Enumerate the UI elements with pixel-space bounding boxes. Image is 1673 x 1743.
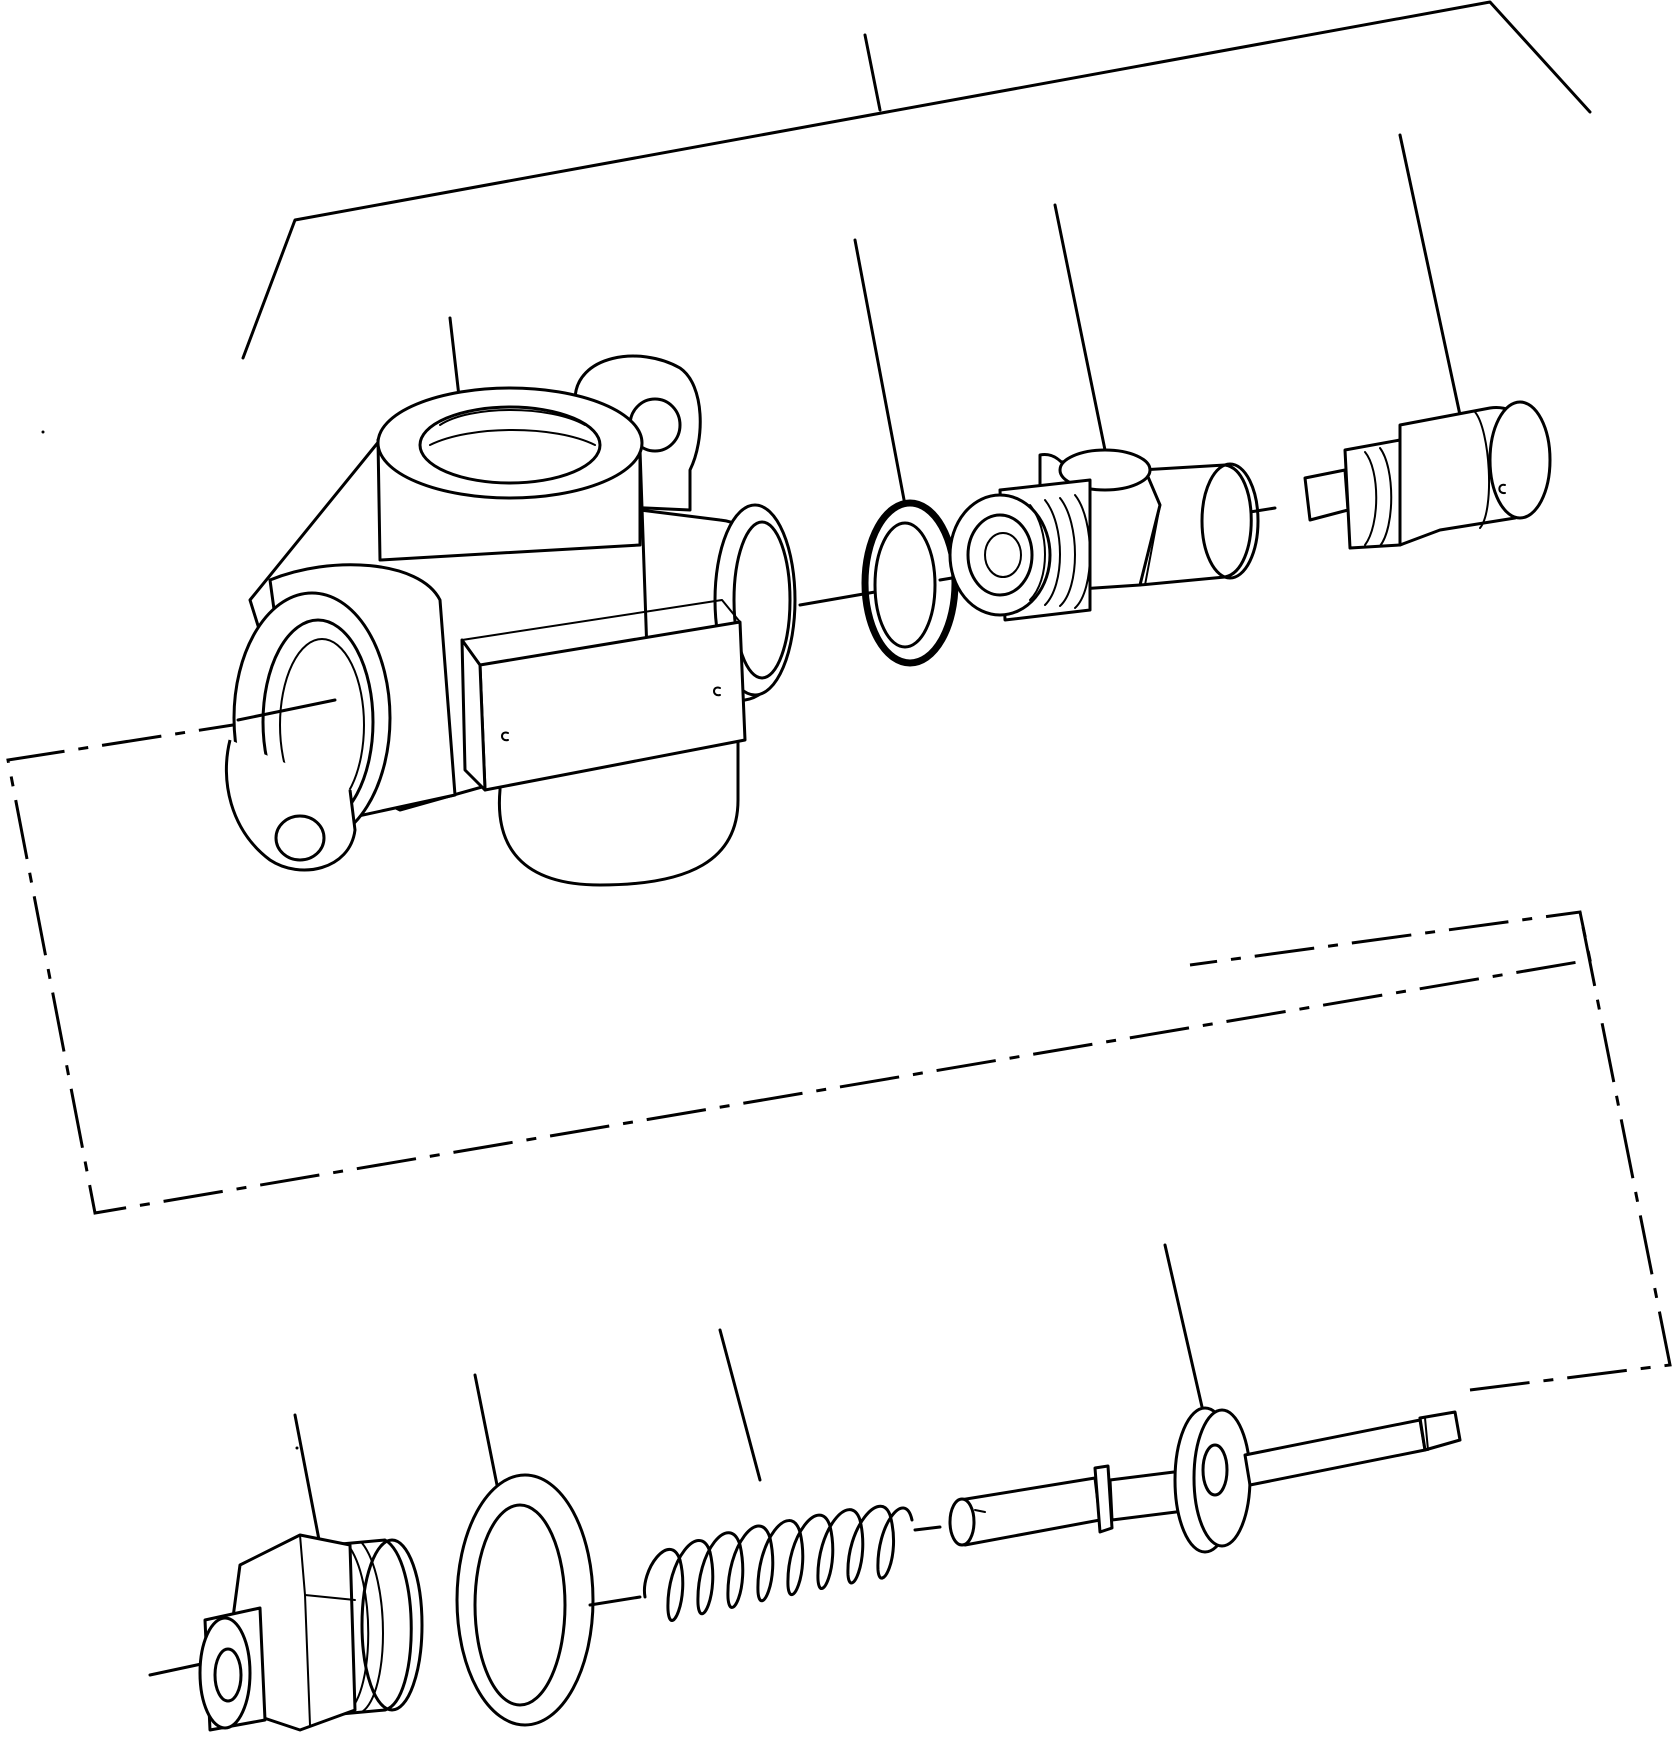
- leader-adjusting-screw: [1398, 133, 1462, 417]
- leader-threaded-plug: [1053, 203, 1107, 452]
- leader-valve-stem: [1163, 1243, 1207, 1422]
- part-leader-lines: [293, 133, 1462, 1547]
- spring: [642, 1504, 942, 1622]
- adjusting-screw: [1303, 400, 1552, 550]
- leader-spring: [718, 1328, 762, 1482]
- leader-valve-body: [448, 316, 462, 407]
- snap-ring: [861, 499, 959, 667]
- leader-seal-washer: [473, 1373, 502, 1502]
- print-specks: [41, 430, 299, 1450]
- end-plug: [148, 1533, 424, 1732]
- explode-path-loop: [6, 704, 1672, 1392]
- leader-end-plug: [293, 1413, 322, 1547]
- valve-body: [224, 354, 797, 887]
- leader-snap-ring: [853, 238, 907, 507]
- assembly-bracket: [241, 0, 1592, 360]
- threaded-plug: [948, 448, 1260, 622]
- valve-stem: [948, 1406, 1462, 1554]
- seal-washer: [455, 1473, 642, 1727]
